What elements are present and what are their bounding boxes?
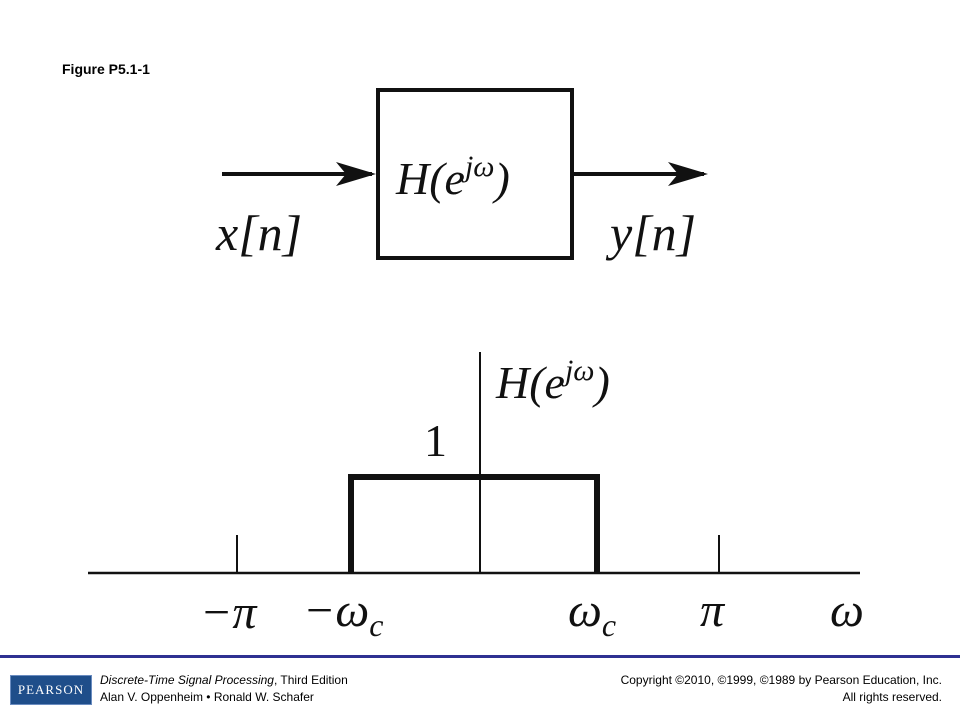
tick-label-neg-wc-sub: c [369,607,383,643]
block-diagram: H(ejω) x[n] y[n] [215,88,708,261]
book-authors: Alan V. Oppenheim • Ronald W. Schafer [100,690,314,704]
input-label: x[n] [215,205,302,261]
frequency-response-plot: H(ejω) 1 −π −ωc ωc π ω [88,352,864,643]
lowpass-response [348,474,600,573]
publisher-logo: PEARSON [10,675,92,705]
book-title: Discrete-Time Signal Processing [100,673,274,687]
book-info: Discrete-Time Signal Processing, Third E… [100,672,348,706]
tick-label-neg-pi: −π [200,586,258,639]
output-arrowhead [668,162,708,186]
figure-label: Figure P5.1-1 [62,61,150,77]
tick-label-neg-wc: −ωc [303,584,383,643]
tick-label-neg-wc-main: −ω [303,584,369,637]
tick-label-pi: π [700,584,726,637]
footer-divider [0,655,960,658]
tick-label-omega: ω [830,584,864,637]
system-label: H(ejω) [395,150,510,204]
plot-ylabel: H(ejω) [495,354,610,408]
input-arrowhead [336,162,376,186]
footer: PEARSON Discrete-Time Signal Processing,… [0,658,960,720]
tick-label-wc: ωc [568,584,616,643]
output-label: y[n] [605,205,696,261]
rights-text: All rights reserved. [842,690,942,704]
diagram-canvas: H(ejω) x[n] y[n] H(ejω) 1 −π −ωc ωc π [88,88,864,643]
copyright-text: Copyright ©2010, ©1999, ©1989 by Pearson… [620,673,942,687]
book-edition: , Third Edition [273,673,348,687]
tick-label-wc-sub: c [602,607,616,643]
book-title-line: Discrete-Time Signal Processing, Third E… [100,672,348,689]
tick-label-wc-main: ω [568,584,602,637]
passband-gain-label: 1 [424,415,447,466]
copyright-info: Copyright ©2010, ©1999, ©1989 by Pearson… [621,672,942,706]
